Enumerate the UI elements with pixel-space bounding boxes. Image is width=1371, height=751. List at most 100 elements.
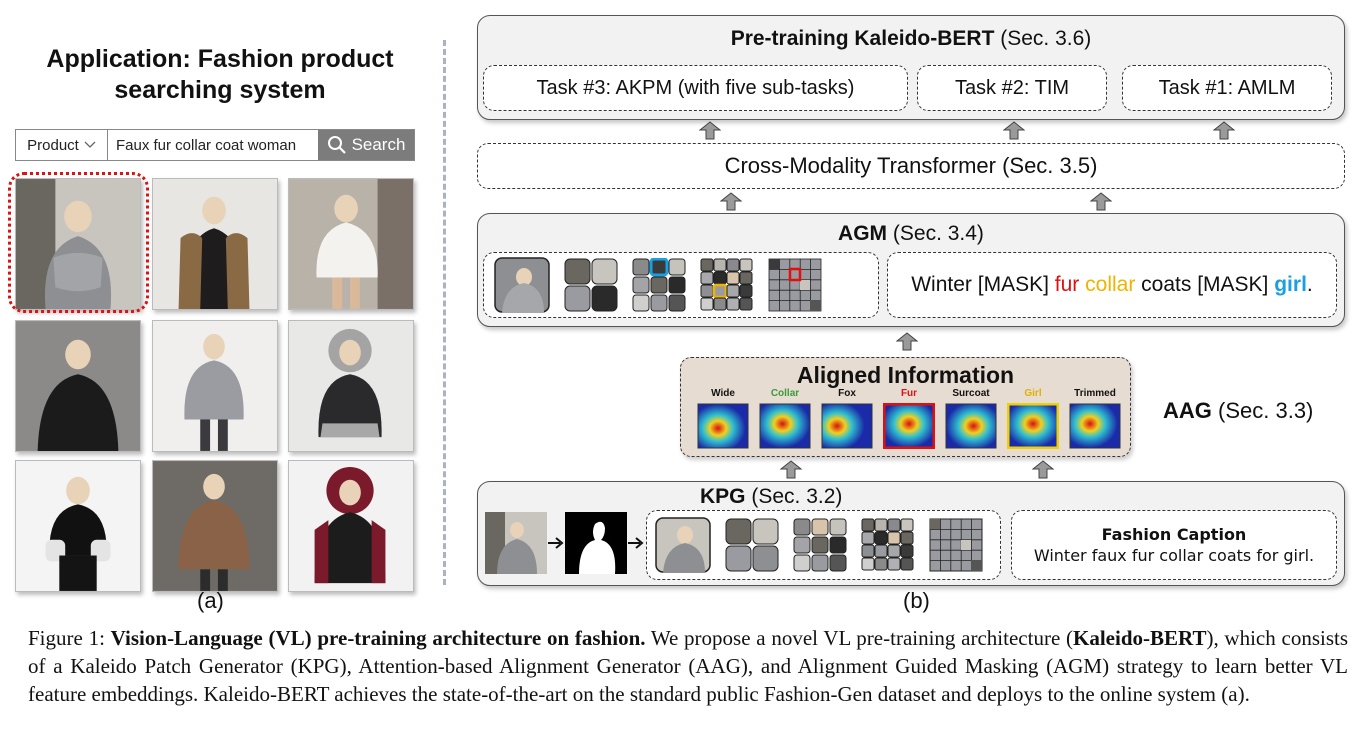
kpg-block: KPG (Sec. 3.2) Fashion Caption Winter fa…	[477, 481, 1345, 586]
agm-patch-box	[483, 252, 879, 318]
masked-text-part: coats [MASK]	[1141, 273, 1269, 296]
saliency-mask-image	[565, 512, 627, 574]
up-arrow-icon	[1090, 192, 1112, 211]
masked-text-period: .	[1306, 273, 1313, 296]
pretraining-title-ref: (Sec. 3.6)	[1000, 27, 1092, 50]
attention-heatmap	[697, 403, 749, 449]
product-result-image[interactable]	[152, 320, 278, 452]
caption-bold-title: Vision-Language (VL) pre-training archit…	[110, 626, 646, 650]
figure-caption: Figure 1: Vision-Language (VL) pre-train…	[28, 624, 1348, 708]
heatmap-word-label: Collar	[770, 388, 800, 399]
kaleido-patch-level-5	[768, 258, 822, 312]
aag-label: AAG (Sec. 3.3)	[1163, 398, 1313, 424]
agm-masked-text-box: Winter [MASK] fur collar coats [MASK] gi…	[887, 252, 1337, 318]
attention-heatmap	[1007, 403, 1059, 449]
kaleido-patch-level-4	[700, 258, 753, 311]
cross-modality-transformer-box: Cross-Modality Transformer (Sec. 3.5)	[477, 143, 1345, 189]
agm-title: AGM (Sec. 3.4)	[478, 222, 1344, 246]
fashion-caption-text: Winter faux fur collar coats for girl.	[1033, 546, 1315, 565]
masked-word-girl: girl	[1274, 273, 1307, 296]
panel-b-label: (b)	[903, 588, 930, 613]
caption-text: We propose a novel VL pre-training archi…	[650, 626, 1073, 650]
caption-text: ), which consists of a Kaleido Patch Gen…	[28, 626, 1349, 706]
up-arrow-icon	[720, 192, 742, 211]
fashion-caption-box: Fashion Caption Winter faux fur collar c…	[1011, 510, 1337, 580]
kaleido-patch-level-3	[632, 258, 686, 312]
task-akpm-label: Task #3: AKPM (with five sub-tasks)	[536, 76, 855, 99]
input-product-image	[485, 512, 547, 574]
product-result-image[interactable]	[288, 460, 414, 592]
selected-result-highlight	[8, 172, 149, 313]
masked-word-collar: collar	[1085, 273, 1136, 296]
right-arrow-icon	[628, 537, 644, 549]
kaleido-patch-level-4	[861, 518, 914, 571]
product-result-image[interactable]	[15, 178, 141, 310]
attention-heatmap	[1069, 403, 1121, 449]
kpg-patch-box	[646, 510, 1001, 580]
attention-heatmap	[759, 403, 811, 449]
heatmap-word-label: Girl	[1024, 388, 1042, 399]
cross-modality-label: Cross-Modality Transformer (Sec. 3.5)	[724, 153, 1098, 178]
chevron-down-icon	[84, 141, 96, 148]
heatmap-word-label: Surcoat	[952, 388, 990, 399]
kaleido-patch-level-1	[494, 257, 550, 313]
attention-heatmap	[821, 403, 873, 449]
panel-a-label: (a)	[197, 588, 224, 613]
masked-text-part: Winter [MASK]	[911, 273, 1049, 296]
task-tim-box: Task #2: TIM	[917, 65, 1107, 111]
agm-block: AGM (Sec. 3.4) Winter [MASK] fur collar …	[477, 213, 1345, 327]
kaleido-patch-level-2	[564, 258, 618, 312]
heatmap-word-label: Trimmed	[1074, 388, 1116, 399]
search-bar: Product Faux fur collar coat woman Searc…	[15, 129, 415, 161]
aag-label-ref: (Sec. 3.3)	[1218, 398, 1314, 423]
agm-title-bold: AGM	[838, 222, 888, 245]
product-result-image[interactable]	[15, 320, 141, 452]
kaleido-patch-level-1	[655, 517, 711, 573]
search-button[interactable]: Search	[318, 130, 414, 160]
search-input[interactable]: Faux fur collar coat woman	[116, 136, 297, 154]
app-title-line1: Application: Fashion product	[46, 45, 394, 73]
pretraining-title: Pre-training Kaleido-BERT (Sec. 3.6)	[478, 27, 1344, 51]
attention-heatmap	[883, 403, 935, 449]
kpg-title: KPG (Sec. 3.2)	[700, 485, 842, 509]
category-select[interactable]: Product	[16, 130, 108, 160]
caption-bold-name: Kaleido-BERT	[1073, 626, 1207, 650]
product-result-image[interactable]	[288, 320, 414, 452]
task-akpm-box: Task #3: AKPM (with five sub-tasks)	[483, 65, 908, 111]
heatmap-word-label: Wide	[711, 388, 735, 399]
search-icon	[327, 136, 346, 154]
task-amlm-label: Task #1: AMLM	[1158, 76, 1296, 99]
up-arrow-icon	[896, 332, 918, 351]
masked-word-fur: fur	[1054, 273, 1080, 296]
product-result-image[interactable]	[15, 460, 141, 592]
product-result-image[interactable]	[152, 178, 278, 310]
up-arrow-icon	[699, 121, 721, 140]
up-arrow-icon	[1032, 460, 1054, 479]
task-tim-label: Task #2: TIM	[954, 76, 1070, 99]
fashion-caption-heading: Fashion Caption	[1101, 525, 1247, 544]
category-select-value: Product	[27, 136, 79, 154]
attention-heatmap	[945, 403, 997, 449]
heatmap-word-label: Fur	[900, 388, 918, 399]
kaleido-patch-level-3	[793, 518, 847, 572]
task-amlm-box: Task #1: AMLM	[1122, 65, 1332, 111]
kpg-title-bold: KPG	[700, 485, 746, 508]
heatmap-word-label: Fox	[838, 388, 856, 399]
panel-divider	[443, 40, 446, 585]
right-arrow-icon	[548, 537, 564, 549]
up-arrow-icon	[780, 460, 802, 479]
up-arrow-icon	[1213, 121, 1235, 140]
aligned-information-heading: Aligned Information	[796, 362, 1015, 388]
up-arrow-icon	[1003, 121, 1025, 140]
kaleido-patch-level-5	[929, 518, 983, 572]
search-button-label: Search	[351, 135, 406, 154]
figure-label: Figure 1:	[28, 626, 105, 650]
product-result-image[interactable]	[288, 178, 414, 310]
pretraining-title-bold: Pre-training Kaleido-BERT	[730, 27, 995, 50]
product-result-image[interactable]	[152, 460, 278, 592]
aag-label-bold: AAG	[1163, 398, 1212, 423]
kpg-title-ref: (Sec. 3.2)	[751, 485, 843, 508]
aligned-information-box: Aligned Information Wide Collar Fox Fur Surc…	[680, 357, 1131, 457]
app-title-line2: searching system	[114, 76, 326, 104]
app-title: Application: Fashion product searching s…	[10, 44, 430, 106]
